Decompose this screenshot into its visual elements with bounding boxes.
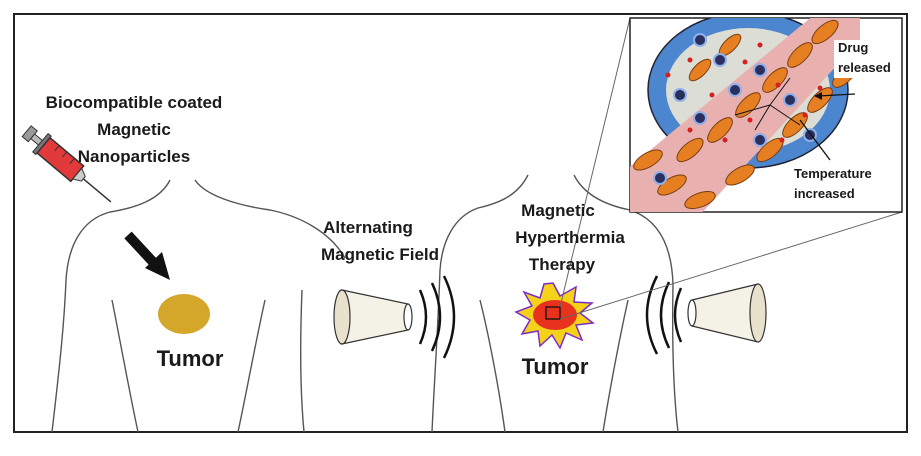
tumor-right: [514, 282, 595, 350]
syringe-icon: [21, 125, 112, 203]
label-hyperthermia-line3: Therapy: [529, 255, 596, 274]
label-nanoparticles: Biocompatible coated Magnetic Nanopartic…: [46, 93, 223, 166]
label-temperature-line2: increased: [794, 186, 855, 201]
label-tumor-left: Tumor: [157, 346, 224, 371]
label-drug-line1: Drug: [838, 40, 868, 55]
label-alternating-line1: Alternating: [323, 218, 413, 237]
label-tumor-right: Tumor: [522, 354, 589, 379]
tumor-left: [158, 294, 210, 334]
label-nanoparticles-line2: Magnetic: [97, 120, 171, 139]
arrow-down-right-icon: [124, 231, 170, 280]
label-alternating-line2: Magnetic Field: [321, 245, 439, 264]
arrow-drug-released: [817, 93, 856, 97]
label-hyperthermia-line1: Magnetic: [521, 201, 595, 220]
inset-microscopic-view: Drug released Temperature increased: [629, 17, 903, 213]
arrow-temperature: [799, 119, 831, 161]
zoom-line-top: [559, 17, 631, 308]
zoom-box: [545, 306, 561, 320]
zoom-line-bottom: [559, 211, 903, 320]
label-alternating-field: Alternating Magnetic Field: [321, 218, 439, 264]
label-nanoparticles-line3: Nanoparticles: [78, 147, 190, 166]
coil-right-icon: [687, 283, 767, 343]
coil-left-icon: [333, 289, 413, 345]
wave-icon: [418, 275, 456, 359]
label-hyperthermia-line2: Hyperthermia: [515, 228, 625, 247]
label-drug-line2: released: [838, 60, 891, 75]
body-outline-left: [51, 179, 346, 433]
label-nanoparticles-line1: Biocompatible coated: [46, 93, 223, 112]
label-temperature-line1: Temperature: [794, 166, 872, 181]
wave-icon: [645, 275, 683, 355]
label-hyperthermia: Magnetic Hyperthermia Therapy: [515, 201, 625, 274]
